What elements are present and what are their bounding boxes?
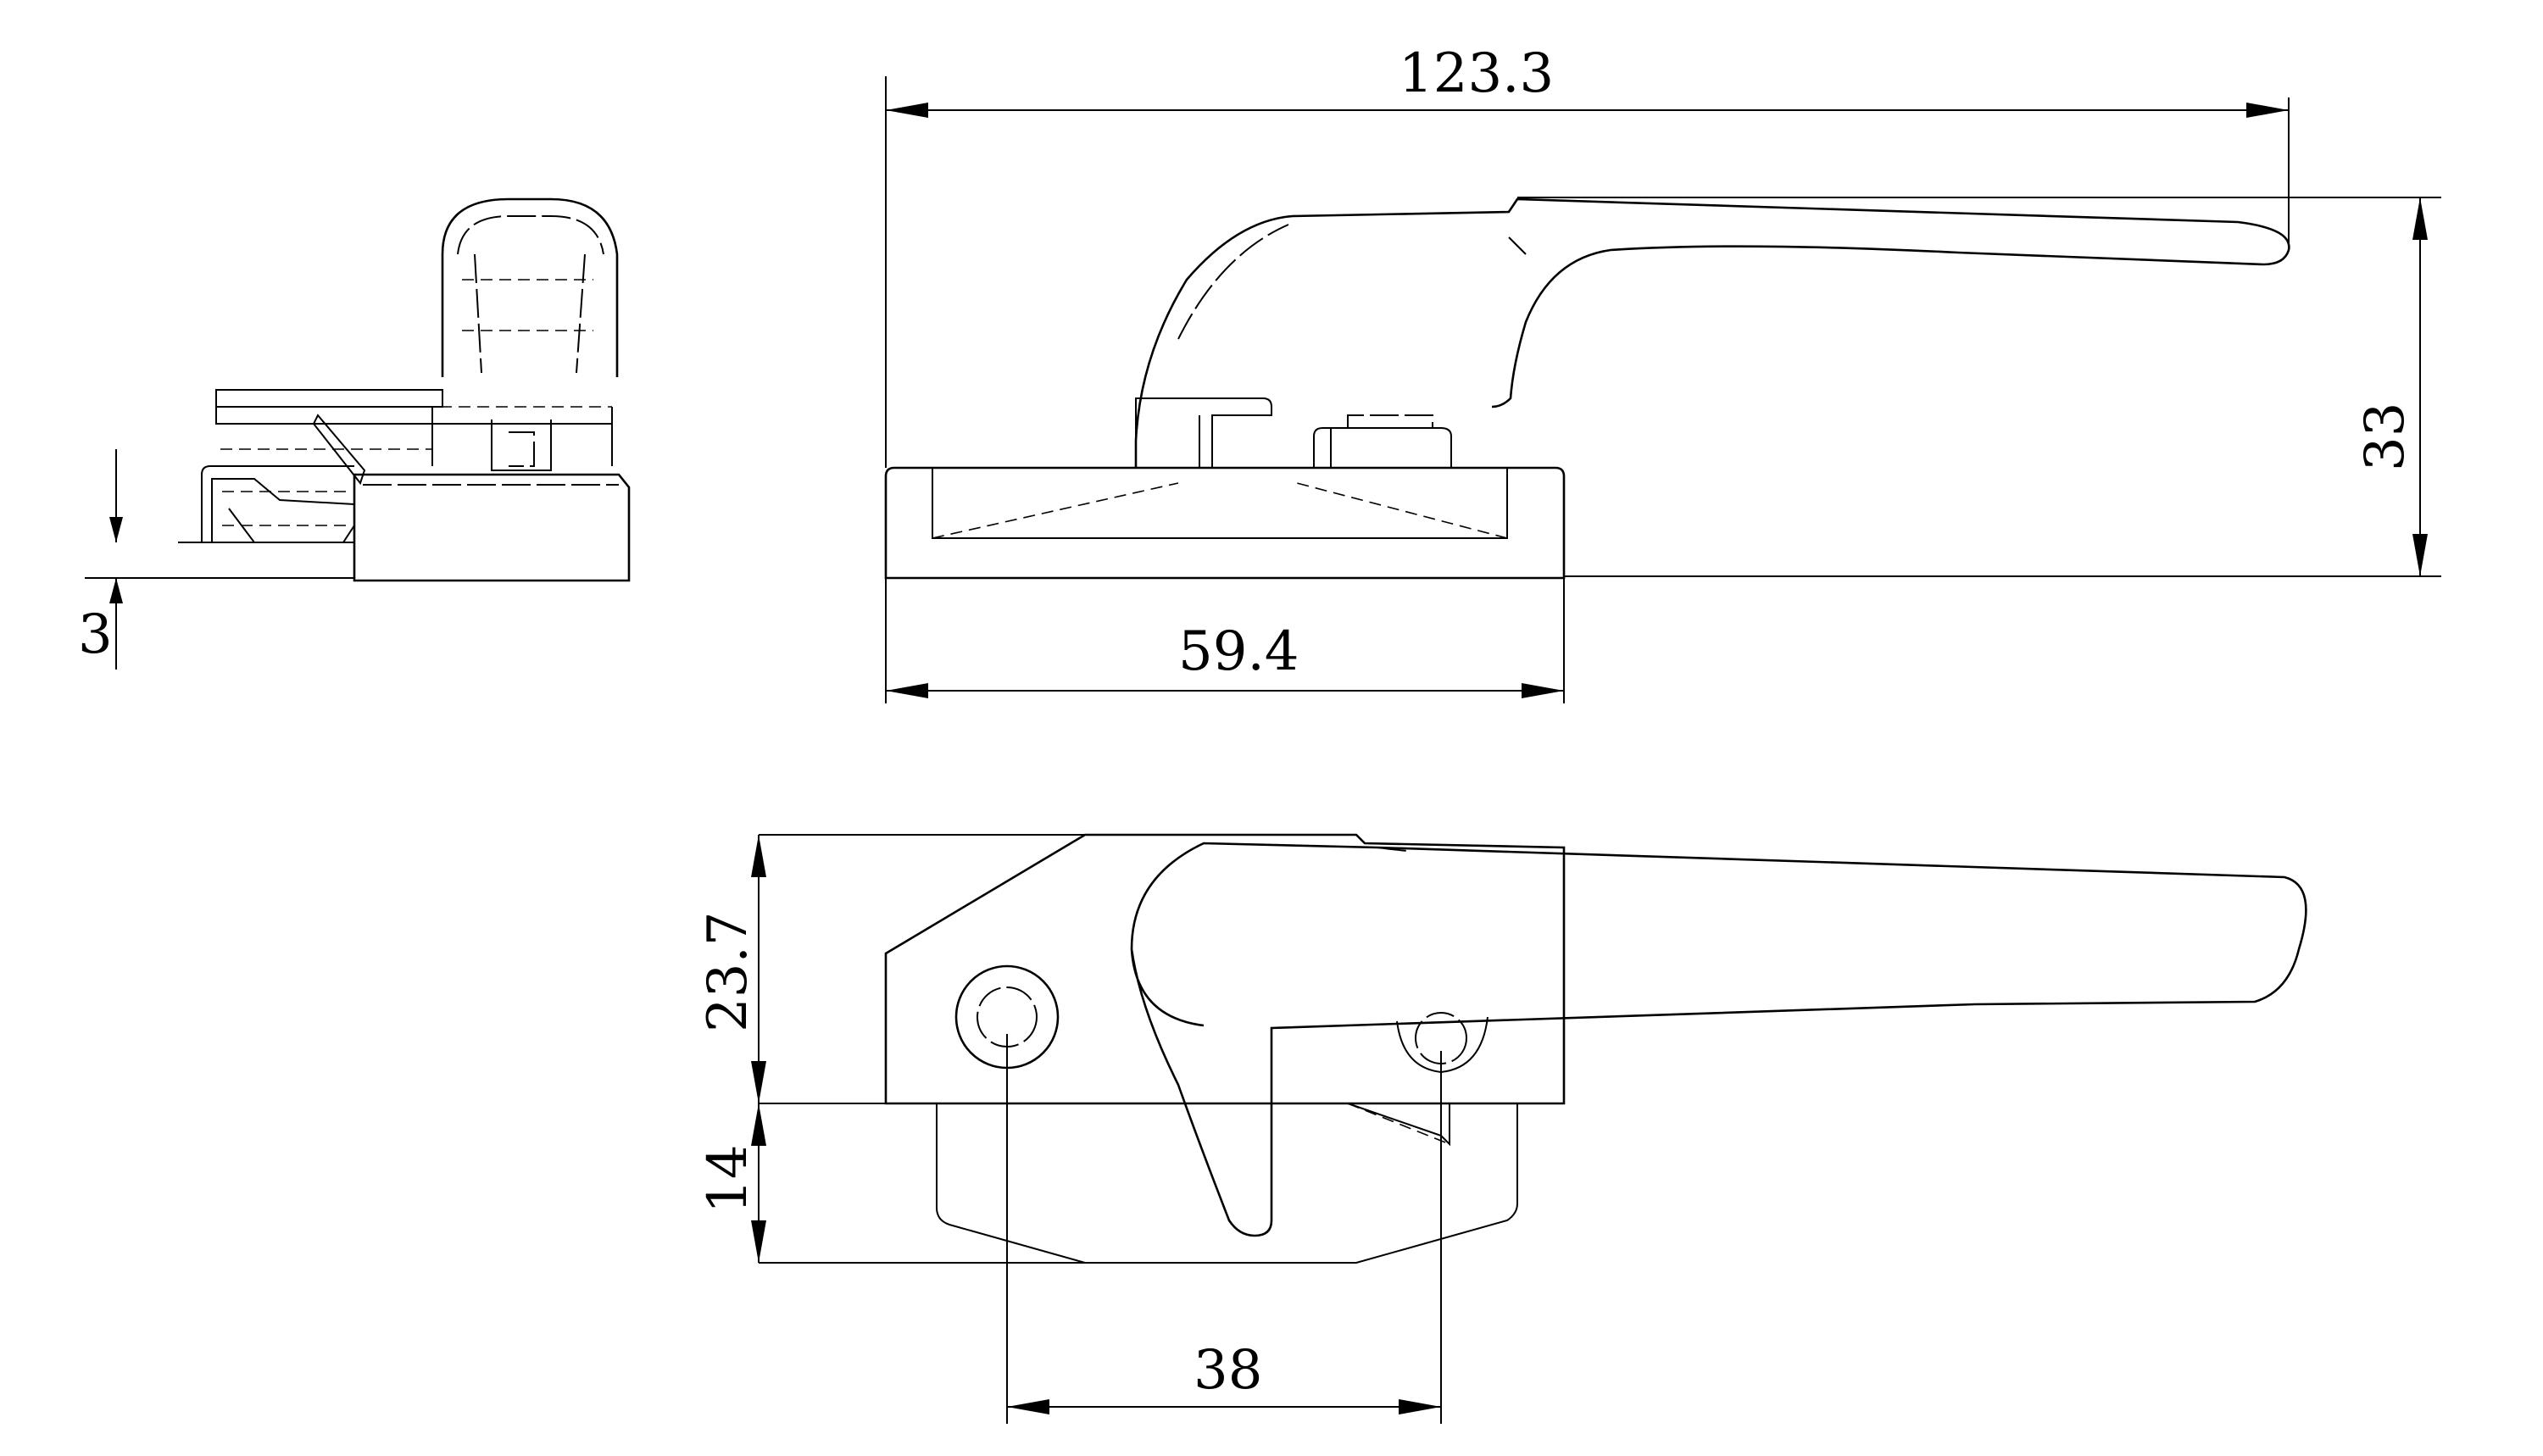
dim-hole-spacing-group: 38 bbox=[1006, 1034, 1442, 1424]
dim-overall-length: 123.3 bbox=[1399, 42, 1554, 105]
dim-base-length-group: 59.4 bbox=[885, 578, 1565, 703]
dim-base-length: 59.4 bbox=[1178, 620, 1299, 683]
dim-side-offset: 3 bbox=[78, 603, 113, 666]
top-view bbox=[884, 833, 2307, 1264]
dim-overall-height-group: 33 bbox=[1517, 197, 2441, 577]
dim-hole-spacing: 38 bbox=[1194, 1339, 1262, 1402]
dim-body-width-group: 23.7 14 bbox=[697, 834, 1085, 1264]
front-view bbox=[884, 197, 2290, 580]
dim-overall-length-group: 123.3 bbox=[885, 42, 2290, 468]
side-view: 3 bbox=[78, 197, 631, 670]
dim-body-width: 23.7 bbox=[697, 912, 760, 1033]
dim-overall-height: 33 bbox=[2354, 403, 2417, 471]
dim-base-depth: 14 bbox=[697, 1145, 760, 1214]
